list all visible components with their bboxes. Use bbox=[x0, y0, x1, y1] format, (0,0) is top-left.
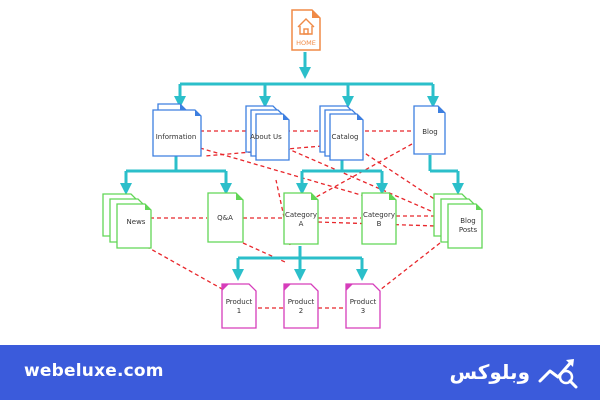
qa-label: Q&A bbox=[217, 214, 233, 222]
node-qa[interactable]: Q&A bbox=[207, 192, 244, 243]
node-information[interactable]: Information bbox=[152, 103, 202, 157]
node-news[interactable]: News bbox=[102, 193, 152, 249]
link-information-categoryb bbox=[199, 147, 379, 201]
node-about-us[interactable]: About Us bbox=[245, 105, 290, 161]
blog-posts-label-1: Blog bbox=[460, 217, 475, 225]
sitemap-diagram: HOME Information About Us bbox=[0, 9, 600, 346]
about-us-label: About Us bbox=[250, 133, 282, 141]
hierarchy-connectors bbox=[120, 52, 464, 281]
chart-magnifier-icon bbox=[538, 359, 578, 389]
link-blogposts-product3 bbox=[379, 242, 441, 291]
link-blog-categorya bbox=[299, 143, 413, 207]
brand-logo[interactable]: وبلوکس bbox=[449, 354, 580, 390]
link-news-product1 bbox=[139, 242, 225, 291]
news-label: News bbox=[127, 218, 146, 226]
node-blog[interactable]: Blog bbox=[413, 105, 446, 155]
node-home[interactable]: HOME bbox=[291, 9, 321, 51]
node-blog-posts[interactable]: Blog Posts bbox=[433, 193, 483, 249]
information-label: Information bbox=[156, 133, 197, 141]
node-category-b[interactable]: Category B bbox=[361, 192, 397, 245]
catalog-label: Catalog bbox=[332, 133, 359, 141]
footer-bar: webeluxe.com وبلوکس bbox=[0, 345, 600, 400]
category-b-label-2: B bbox=[377, 220, 382, 228]
blog-label: Blog bbox=[422, 128, 437, 136]
product-3-label-1: Product bbox=[350, 298, 377, 306]
category-a-label-2: A bbox=[299, 220, 304, 228]
product-2-label-1: Product bbox=[288, 298, 315, 306]
node-product-1[interactable]: Product 1 bbox=[221, 283, 257, 329]
product-1-label-1: Product bbox=[226, 298, 253, 306]
site-url[interactable]: webeluxe.com bbox=[24, 361, 164, 381]
node-category-a[interactable]: Category A bbox=[283, 192, 319, 245]
home-label: HOME bbox=[296, 39, 316, 47]
blog-posts-label-2: Posts bbox=[459, 226, 478, 234]
brand-name: وبلوکس bbox=[449, 360, 530, 384]
category-b-label-1: Category bbox=[363, 211, 395, 219]
product-1-label-2: 1 bbox=[237, 307, 241, 315]
product-3-label-2: 3 bbox=[361, 307, 365, 315]
category-a-label-1: Category bbox=[285, 211, 317, 219]
link-catalog-blogposts bbox=[359, 149, 449, 209]
node-product-3[interactable]: Product 3 bbox=[345, 283, 381, 329]
product-2-label-2: 2 bbox=[299, 307, 303, 315]
node-product-2[interactable]: Product 2 bbox=[283, 283, 319, 329]
node-catalog[interactable]: Catalog bbox=[319, 105, 364, 161]
house-icon bbox=[297, 18, 315, 35]
